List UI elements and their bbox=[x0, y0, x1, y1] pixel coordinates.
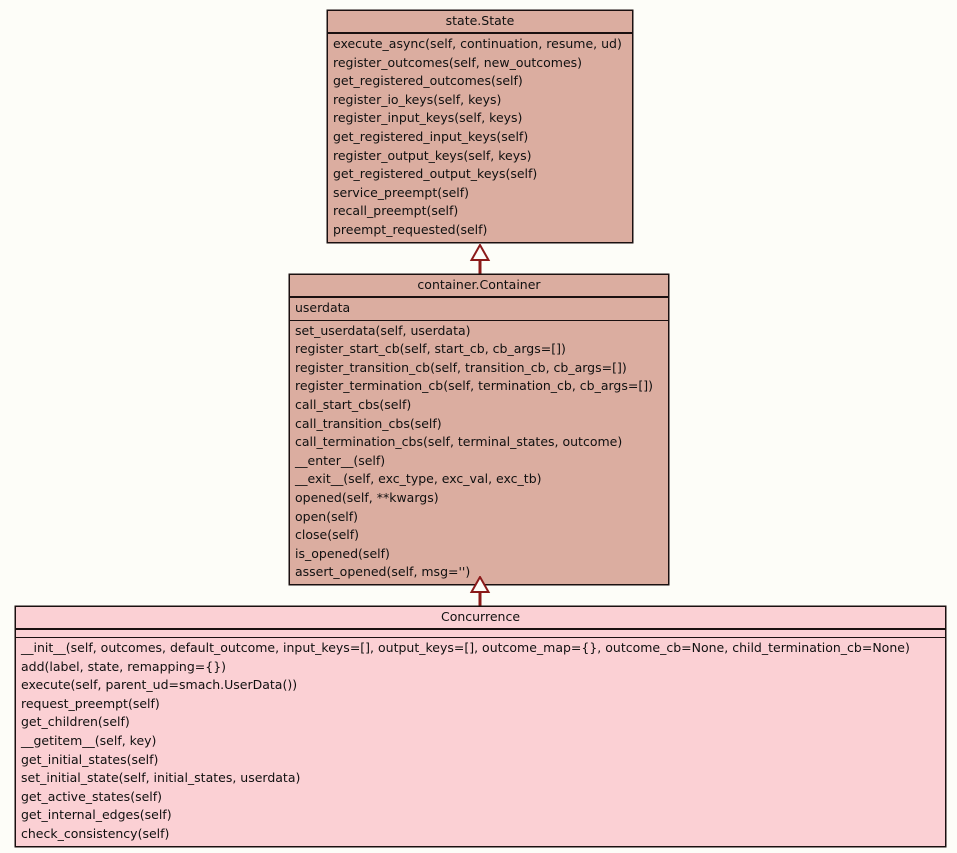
method-row: get_internal_edges(self) bbox=[21, 807, 172, 823]
method-row: execute(self, parent_ud=smach.UserData()… bbox=[21, 677, 298, 693]
uml-class-concurrence[interactable]: Concurrence __init__(self, outcomes, def… bbox=[15, 606, 946, 847]
method-row: register_input_keys(self, keys) bbox=[333, 110, 523, 126]
class-title-state-state: state.State bbox=[328, 11, 632, 33]
method-row: opened(self, **kwargs) bbox=[295, 489, 439, 505]
method-row: set_initial_state(self, initial_states, … bbox=[21, 770, 301, 786]
method-row: get_active_states(self) bbox=[21, 788, 163, 804]
method-row: __init__(self, outcomes, default_outcome… bbox=[21, 640, 910, 655]
method-row: set_userdata(self, userdata) bbox=[295, 322, 471, 338]
class-methods-concurrence: __init__(self, outcomes, default_outcome… bbox=[16, 637, 945, 846]
method-row: call_termination_cbs(self, terminal_stat… bbox=[295, 434, 623, 450]
method-row: register_termination_cb(self, terminatio… bbox=[295, 378, 653, 394]
class-title-container-container: container.Container bbox=[290, 275, 668, 297]
uml-class-state-state[interactable]: state.State execute_async(self, continua… bbox=[327, 10, 633, 243]
method-row: __enter__(self) bbox=[295, 452, 386, 468]
method-row: get_children(self) bbox=[21, 714, 130, 730]
method-row: register_start_cb(self, start_cb, cb_arg… bbox=[295, 341, 566, 357]
method-row: __exit__(self, exc_type, exc_val, exc_tb… bbox=[295, 471, 542, 487]
method-row: call_transition_cbs(self) bbox=[295, 415, 442, 431]
method-row: service_preempt(self) bbox=[333, 184, 470, 200]
method-row: register_output_keys(self, keys) bbox=[333, 147, 532, 163]
generalization-triangle-icon bbox=[469, 242, 491, 274]
class-methods-state-state: execute_async(self, continuation, resume… bbox=[328, 33, 632, 242]
method-row: get_registered_outcomes(self) bbox=[333, 73, 523, 89]
method-row: recall_preempt(self) bbox=[333, 203, 459, 219]
method-row: get_initial_states(self) bbox=[21, 751, 159, 767]
class-methods-container-container: set_userdata(self, userdata) register_st… bbox=[290, 319, 668, 584]
method-row: register_outcomes(self, new_outcomes) bbox=[333, 54, 583, 70]
uml-class-container-container[interactable]: container.Container userdata set_userdat… bbox=[289, 274, 669, 585]
method-row: is_opened(self) bbox=[295, 545, 390, 561]
method-row: close(self) bbox=[295, 527, 360, 543]
method-row: open(self) bbox=[295, 508, 359, 524]
attribute-row: userdata bbox=[295, 300, 351, 315]
method-row: __getitem__(self, key) bbox=[21, 732, 157, 748]
class-attributes-concurrence bbox=[16, 629, 945, 637]
class-title-concurrence: Concurrence bbox=[16, 607, 945, 629]
method-row: assert_opened(self, msg='') bbox=[295, 564, 471, 580]
method-row: check_consistency(self) bbox=[21, 825, 170, 841]
method-row: preempt_requested(self) bbox=[333, 221, 488, 237]
generalization-arrow-concurrence-to-container bbox=[468, 574, 492, 606]
method-row: call_start_cbs(self) bbox=[295, 396, 412, 412]
class-attributes-container-container: userdata bbox=[290, 297, 668, 320]
generalization-arrow-container-to-state bbox=[468, 242, 492, 274]
method-row: request_preempt(self) bbox=[21, 695, 160, 711]
method-row: register_io_keys(self, keys) bbox=[333, 91, 502, 107]
generalization-triangle-icon bbox=[469, 574, 491, 606]
method-row: get_registered_output_keys(self) bbox=[333, 166, 538, 182]
method-row: add(label, state, remapping={}) bbox=[21, 658, 227, 674]
method-row: get_registered_input_keys(self) bbox=[333, 128, 529, 144]
method-row: execute_async(self, continuation, resume… bbox=[333, 36, 622, 51]
method-row: register_transition_cb(self, transition_… bbox=[295, 359, 627, 375]
